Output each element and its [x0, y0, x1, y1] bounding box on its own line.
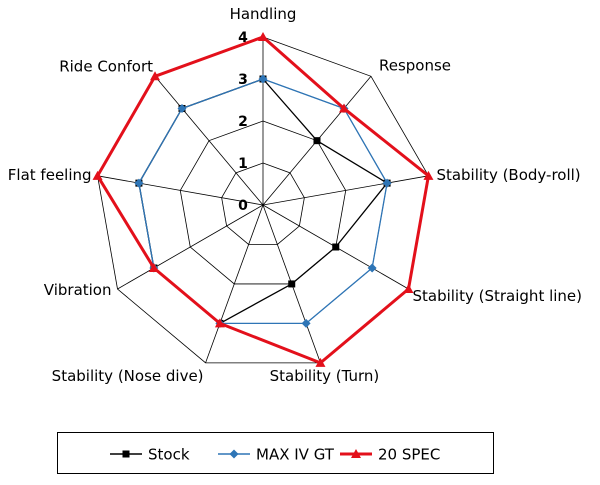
legend-marker [351, 449, 361, 458]
chart-legend: Stock MAX IV GT 20 SPEC [57, 432, 494, 474]
axis-label-4: Stability (Turn) [270, 367, 380, 385]
data-point-3 [403, 284, 414, 293]
tick-label-3: 3 [238, 72, 248, 88]
axis-label-8: Ride Confort [59, 57, 153, 75]
tick-label-4: 4 [238, 30, 248, 46]
axis-spoke-5 [205, 204, 264, 364]
data-point-3 [332, 243, 340, 251]
tick-label-0: 0 [238, 198, 248, 214]
data-point-7 [134, 178, 144, 188]
data-point-0 [258, 32, 268, 41]
series-line [138, 78, 388, 325]
radial-tick-labels: 0 1 2 3 4 [238, 30, 248, 214]
legend-marker [229, 449, 239, 459]
legend-label: Stock [148, 446, 190, 464]
legend-marker [122, 450, 130, 458]
axis-spoke-7 [97, 175, 264, 206]
grid-ring-1 [221, 162, 305, 245]
data-point-4 [301, 318, 311, 328]
series-line [96, 35, 430, 365]
data-point-2 [423, 170, 434, 180]
axis-label-3: Stability (Straight line) [412, 287, 582, 305]
radar-series [92, 32, 434, 367]
data-point-4 [315, 357, 326, 367]
axis-spoke-2 [262, 175, 429, 206]
data-point-2 [382, 178, 392, 188]
grid-ring-2 [179, 120, 347, 285]
legend-item-0: Stock [110, 446, 190, 464]
data-point-3 [367, 263, 377, 273]
axis-label-2: Stability (Body-roll) [436, 166, 580, 184]
axis-spoke-8 [154, 76, 264, 206]
series-20-spec [92, 32, 434, 367]
data-point-8 [177, 103, 187, 113]
tick-label-1: 1 [238, 156, 248, 172]
data-point-6 [148, 263, 159, 272]
data-point-1 [338, 103, 349, 113]
axis-label-1: Response [379, 56, 451, 74]
data-point-8 [150, 71, 161, 81]
legend-label: 20 SPEC [378, 446, 440, 464]
axis-label-7: Flat feeling [8, 166, 92, 184]
axis-spoke-6 [117, 204, 264, 290]
axis-label-6: Vibration [44, 281, 112, 299]
axis-label-5: Stability (Nose dive) [52, 367, 204, 385]
axis-label-0: Handling [230, 5, 297, 23]
data-point-5 [214, 318, 225, 328]
legend-item-2: 20 SPEC [340, 446, 440, 464]
data-point-0 [258, 74, 268, 84]
data-point-7 [92, 170, 103, 180]
data-point-1 [313, 137, 321, 145]
legend-item-1: MAX IV GT [218, 446, 335, 464]
legend-label: MAX IV GT [256, 446, 335, 464]
data-point-4 [288, 280, 296, 288]
tick-label-2: 2 [238, 114, 248, 130]
